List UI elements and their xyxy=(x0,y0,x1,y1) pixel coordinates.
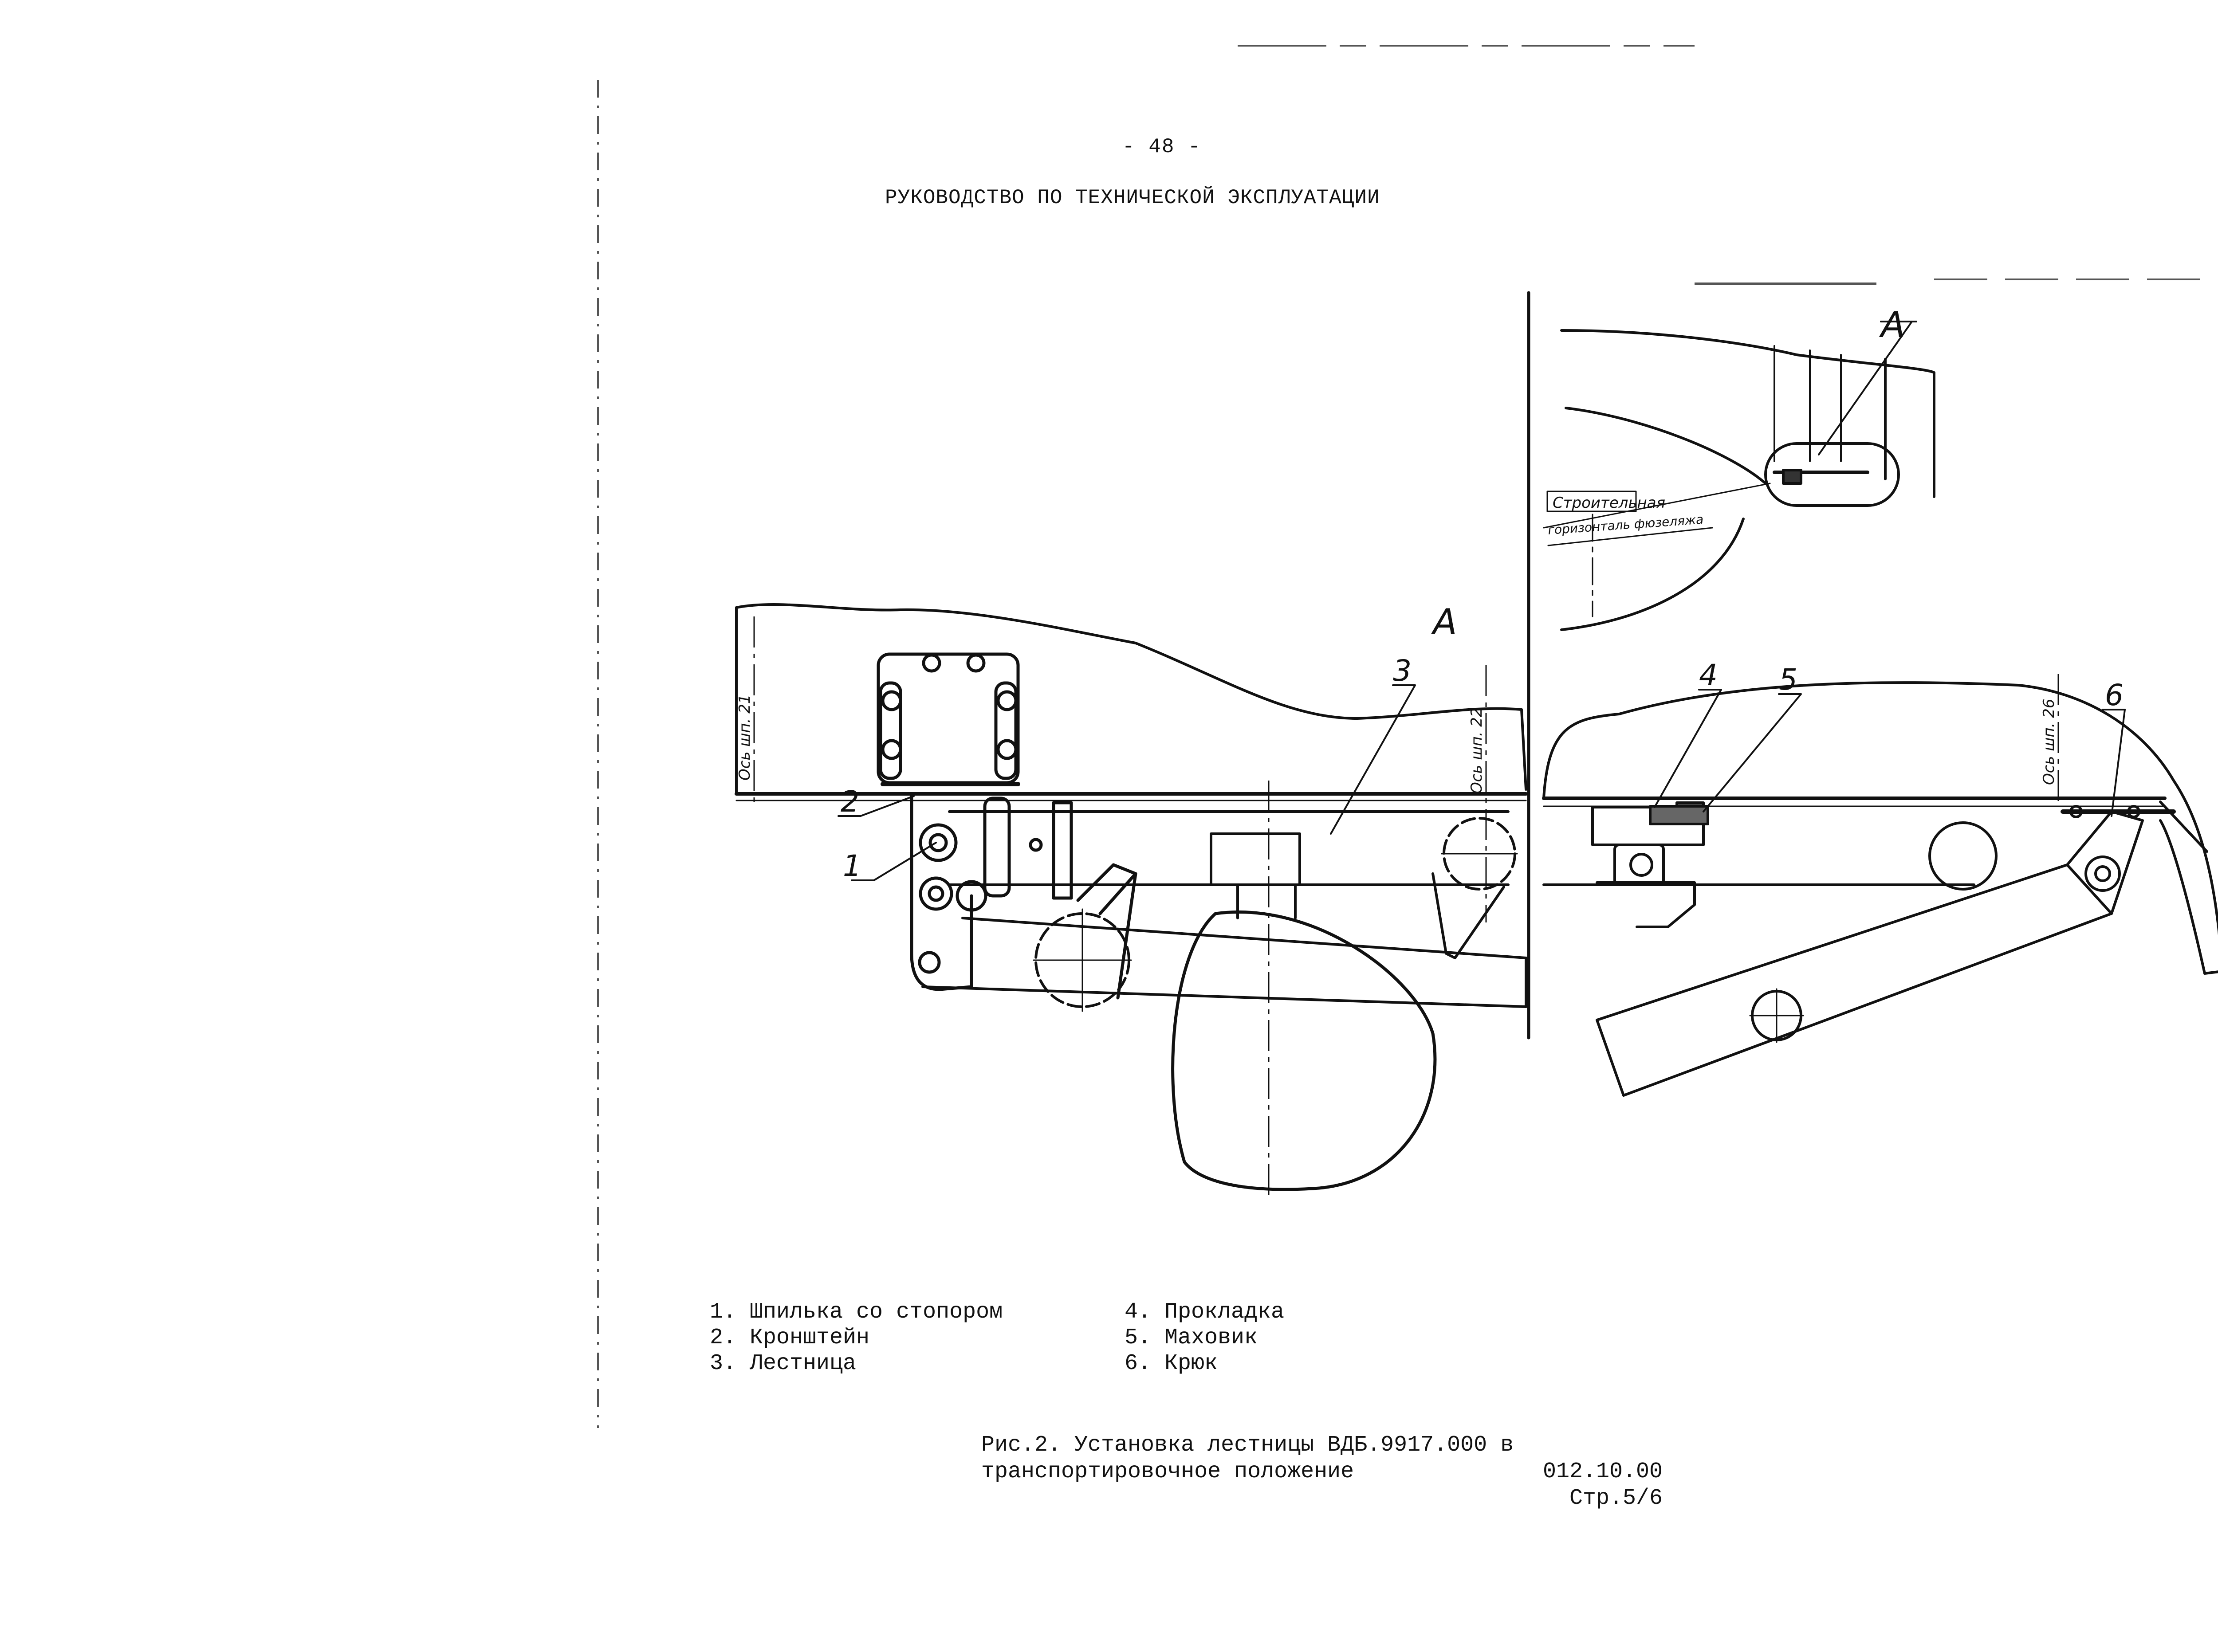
figure-caption-line1: Рис.2. Установка лестницы ВДБ.9917.000 в xyxy=(981,1432,1514,1458)
callout-2: 2 xyxy=(841,785,859,819)
document-page: Стр.5/6 xyxy=(1569,1486,1663,1511)
callout-1: 1 xyxy=(843,849,861,883)
legend-item-5: 5. Маховик xyxy=(1125,1325,1258,1350)
callout-4: 4 xyxy=(1699,658,1718,692)
figure-caption-line2: транспортировочное положение xyxy=(981,1459,1354,1484)
ladder-lowered-section xyxy=(1596,805,2176,1097)
hook-assembly xyxy=(1542,801,1975,928)
view-label-main: A xyxy=(1431,601,1457,643)
bracket-plate xyxy=(877,652,1020,786)
frame-label-26: Ось шп. 26 xyxy=(2040,698,2058,785)
callout-3: 3 xyxy=(1393,654,1412,688)
legend-item-2: 2. Кронштейн xyxy=(710,1325,870,1350)
inset-note-line2: горизонталь фюзеляжа xyxy=(1547,512,1704,538)
fuselage-left-outline xyxy=(735,603,1528,801)
callout-leaders xyxy=(838,684,2126,881)
frame-label-22: Ось шп. 22 xyxy=(1468,707,1486,794)
hinge-bracket xyxy=(910,792,1137,1000)
legend-item-3: 3. Лестница xyxy=(710,1351,857,1376)
axis-lines xyxy=(753,616,2059,1197)
page-number: - 48 - xyxy=(1122,135,1201,158)
scan-edge-lines xyxy=(597,45,2218,1428)
callout-5: 5 xyxy=(1779,663,1797,697)
view-label-inset: A xyxy=(1879,304,1905,345)
document-code: 012.10.00 xyxy=(1543,1459,1663,1484)
pad-block xyxy=(1649,805,1709,825)
callout-6: 6 xyxy=(2105,678,2124,712)
frame-label-21: Ось шп. 21 xyxy=(736,694,754,781)
ladder-wheel-right xyxy=(1431,817,1518,959)
ladder-rails xyxy=(921,810,1527,1008)
wheel-fairing xyxy=(1171,910,1437,1191)
ladder-wheel-left xyxy=(1033,908,1132,1012)
fuselage-right-outline xyxy=(1542,681,2218,975)
inset-view-a xyxy=(1543,321,1935,631)
legend-item-6: 6. Крюк xyxy=(1125,1351,1218,1376)
legend-item-1: 1. Шпилька со стопором xyxy=(710,1299,1003,1325)
manual-title: РУКОВОДСТВО ПО ТЕХНИЧЕСКОЙ ЭКСПЛУАТАЦИИ xyxy=(885,186,1380,209)
legend-item-4: 4. Прокладка xyxy=(1125,1299,1285,1325)
inset-note-line1: Строительная xyxy=(1553,494,1665,512)
